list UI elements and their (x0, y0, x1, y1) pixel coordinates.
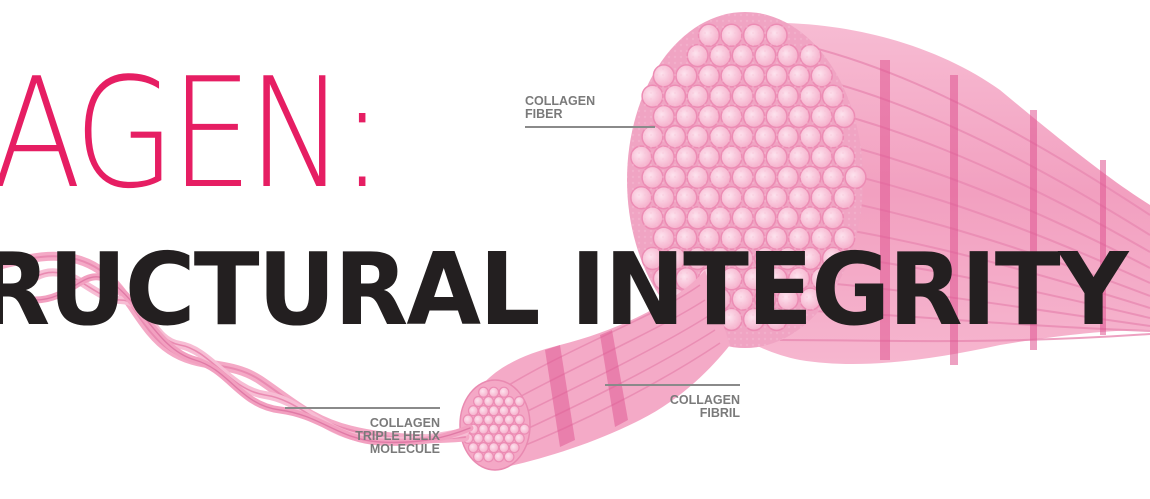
fibril-cross-section (489, 387, 499, 397)
leader-line-helix (285, 407, 440, 409)
fibril-cross-section (479, 406, 489, 416)
fibril-cross-section (474, 415, 484, 425)
fibril-cross-section (479, 424, 489, 434)
headline-line1: AGEN: (0, 58, 379, 210)
fibril-cross-section (463, 415, 473, 425)
label-helix-line3: MOLECULE (330, 443, 440, 456)
fibril-cross-section (479, 443, 489, 453)
fibril-cross-section (515, 433, 525, 443)
leader-line-fiber (525, 126, 655, 128)
fibril-cross-section (484, 415, 494, 425)
fibril-cross-section (494, 433, 504, 443)
fibril-cross-section (469, 406, 479, 416)
fibril-cross-section (515, 415, 525, 425)
fibril-cross-section (494, 397, 504, 407)
fibril-cross-section (489, 424, 499, 434)
fibril-cross-section (489, 406, 499, 416)
fibril-cross-section (499, 406, 509, 416)
fibril-cross-section (479, 387, 489, 397)
fibril-cross-section (510, 424, 520, 434)
fibril-cross-section (484, 397, 494, 407)
fibril-cross-section (510, 406, 520, 416)
fibril-cross-section (504, 452, 514, 462)
label-collagen-fibril: COLLAGEN FIBRIL (648, 394, 740, 420)
fibril-cross-section (494, 452, 504, 462)
fibril-cross-section (515, 397, 525, 407)
fibril-cross-section (484, 452, 494, 462)
label-fiber-line2: FIBER (525, 108, 595, 121)
fibril-cross-section (469, 443, 479, 453)
fibril-cross-section (474, 452, 484, 462)
fibril-cross-section (474, 397, 484, 407)
fibril-cross-section (474, 433, 484, 443)
fibril-cross-section (499, 387, 509, 397)
fibril-cross-section (484, 433, 494, 443)
label-collagen-fiber: COLLAGEN FIBER (525, 95, 595, 121)
leader-line-fibril (605, 384, 740, 386)
label-triple-helix: COLLAGEN TRIPLE HELIX MOLECULE (330, 417, 440, 456)
headline-line2: RUCTURAL INTEGRITY (0, 240, 1127, 340)
fibril-cross-section (499, 424, 509, 434)
fibril-cross-section (520, 424, 530, 434)
fibril-cross-section (510, 443, 520, 453)
fibril-cross-section (489, 443, 499, 453)
fibril-cross-section (504, 433, 514, 443)
fibril-cross-section (494, 415, 504, 425)
fibril-cross-section (499, 443, 509, 453)
label-fibril-line2: FIBRIL (648, 407, 740, 420)
fibril-cross-section (504, 415, 514, 425)
fibril-cross-section (504, 397, 514, 407)
